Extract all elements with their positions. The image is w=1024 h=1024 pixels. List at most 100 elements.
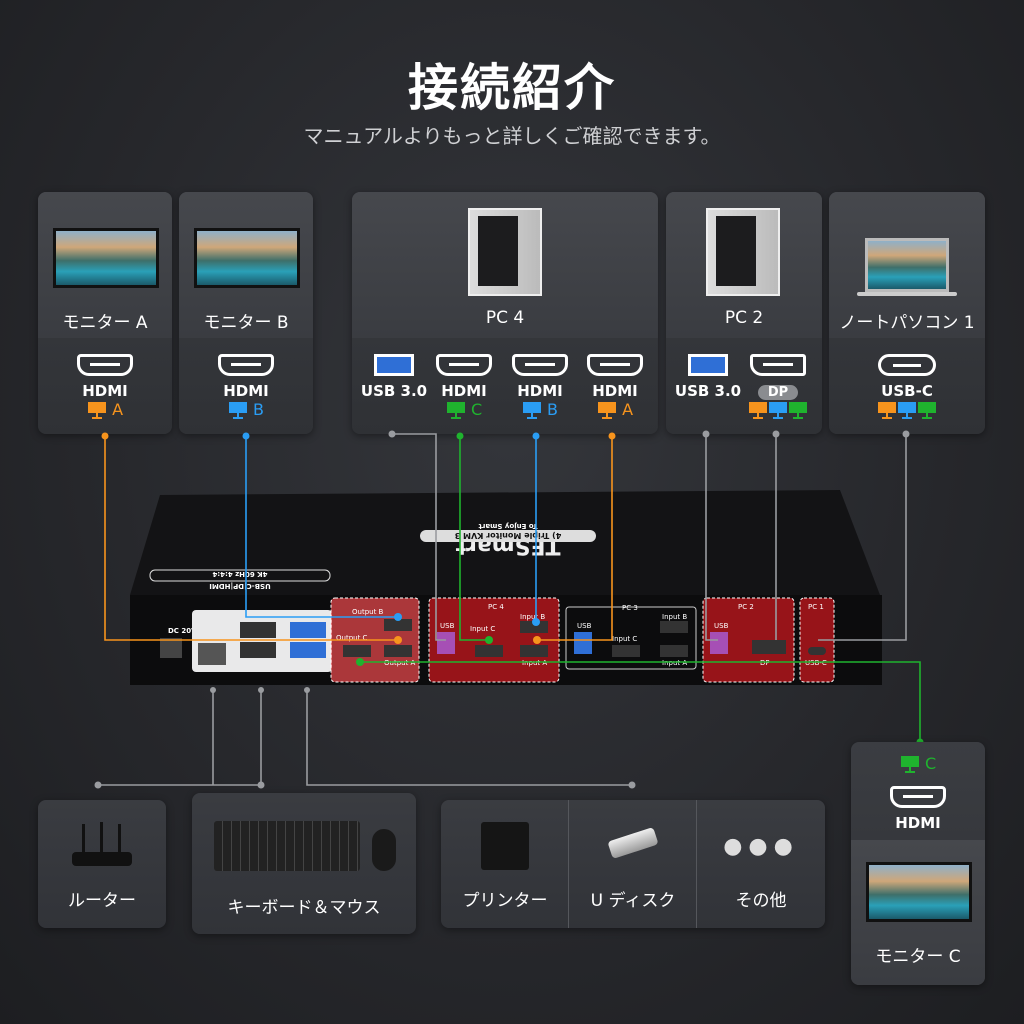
monitor-image	[866, 862, 972, 922]
cable-usb-devices	[306, 690, 632, 786]
laptop-image	[865, 238, 949, 292]
port-label: HDMI	[82, 382, 128, 400]
port-label: USB 3.0	[360, 382, 428, 400]
others-label: その他	[735, 891, 787, 911]
output-b-label: Output B	[352, 608, 384, 616]
monitor-tag: B	[500, 400, 580, 419]
card-label: PC 2	[724, 308, 764, 328]
cable-pc2-usb	[705, 434, 718, 641]
monitor-icon	[87, 402, 106, 419]
monitor-b-icon	[898, 402, 916, 419]
divider	[696, 800, 697, 928]
router-image	[72, 852, 132, 866]
monitor-a-card: モニター A HDMI A	[38, 192, 172, 434]
device-body	[130, 490, 880, 595]
usb-label: USB	[714, 622, 729, 630]
input-c-label: Input C	[470, 625, 495, 633]
cable-endpoints	[94, 430, 924, 789]
model-text: 4) Triple Monitor KVM 3	[455, 531, 562, 540]
port-label: HDMI	[441, 382, 487, 400]
monitor-letter: B	[547, 400, 559, 419]
usb-icon	[688, 354, 728, 376]
cable-monitor-c	[360, 661, 921, 744]
pc-tower-image	[468, 208, 542, 296]
pc2-card: PC 2 USB 3.0 DP	[666, 192, 822, 434]
monitor-a-icon	[878, 402, 896, 419]
usbc-port: USB-C	[867, 354, 947, 400]
input-a-label: Input A	[522, 659, 547, 667]
usb-disk-label: U ディスク	[590, 891, 676, 911]
cable-pc4-hdmi-c	[459, 436, 489, 641]
monitor-b-card: モニター B HDMI B	[179, 192, 313, 434]
monitor-image	[194, 228, 300, 288]
monitor-b-icon	[769, 402, 787, 419]
hdmi-port: HDMI	[65, 354, 145, 400]
router-antenna	[100, 822, 103, 854]
pc2-port-group	[702, 597, 795, 683]
hdmi-icon	[512, 354, 568, 376]
page-subtitle: マニュアルよりもっと詳しくご確認できます。	[303, 124, 721, 148]
dp-label: DP	[760, 659, 770, 667]
monitor-icon	[522, 402, 541, 419]
mouse-image	[372, 829, 396, 871]
usb-label: USB	[577, 622, 592, 630]
usb-label: USB	[440, 622, 455, 630]
hdmi-port: HDMI	[500, 354, 580, 400]
keyboard-image	[214, 821, 360, 871]
monitor-c-card: C HDMI モニター C	[851, 742, 985, 985]
keyboard-mouse-label: キーボード＆マウス	[227, 898, 381, 918]
pc-tower-image	[706, 208, 780, 296]
monitor-letter: B	[253, 400, 265, 419]
card-label: モニター C	[875, 947, 961, 967]
pc4-label: PC 4	[488, 603, 504, 611]
more-icon: ●●●	[723, 834, 799, 859]
pc3-port-group	[565, 606, 697, 670]
usb-c-label: USB-C	[805, 659, 827, 667]
port-label: HDMI	[223, 382, 269, 400]
port-label: USB-C	[881, 382, 933, 400]
usb-port	[240, 642, 276, 658]
laptop-card: ノートパソコン 1 USB-C	[829, 192, 985, 434]
router-antenna	[82, 824, 85, 854]
monitor-image	[53, 228, 159, 288]
usb3-port	[290, 622, 326, 638]
monitor-tag: A	[575, 400, 655, 419]
pc4-card: PC 4 USB 3.0 HDMI HDMI HDMI C B A	[352, 192, 658, 434]
input-b-label: Input B	[662, 613, 687, 621]
hdmi-port: HDMI	[424, 354, 504, 400]
input-b-label: Input B	[520, 613, 545, 621]
router-card: ルーター	[38, 800, 166, 928]
cable-pc4-hdmi-a	[537, 436, 613, 641]
usb-drive-image	[607, 827, 659, 859]
monitor-c-icon	[918, 402, 936, 419]
brand-tagline: To Enjoy Smart	[478, 522, 538, 530]
hdmi-icon	[436, 354, 492, 376]
card-label: モニター B	[203, 313, 289, 333]
output-a-label: Output A	[384, 659, 416, 667]
monitor-letter: C	[470, 400, 483, 419]
power-label: DC 20V	[168, 627, 197, 635]
hdmi-port: HDMI	[575, 354, 655, 400]
monitor-tag: C	[851, 754, 985, 773]
input-c-label: Input C	[612, 635, 637, 643]
port-label: HDMI	[592, 382, 638, 400]
port-label: USB 3.0	[674, 382, 742, 400]
usb-devices-card: プリンター U ディスク ●●● その他	[441, 800, 825, 928]
dc-power-jack	[160, 638, 182, 658]
pc3-label: PC 3	[622, 604, 638, 612]
cable-pc4-usb	[392, 433, 446, 641]
usb-c-icon	[878, 354, 936, 376]
card-label: ノートパソコン 1	[839, 313, 975, 333]
usb-icon	[374, 354, 414, 376]
model-badge	[420, 530, 596, 542]
monitor-tags	[867, 400, 947, 419]
divider	[568, 800, 569, 928]
hdmi-port: HDMI	[206, 354, 286, 400]
output-c-label: Output C	[336, 634, 368, 642]
port-label: HDMI	[517, 382, 563, 400]
monitor-c-icon	[789, 402, 807, 419]
dp-port: DP	[738, 354, 818, 400]
port-label: DP	[757, 385, 799, 400]
usb-port	[240, 622, 276, 638]
hdmi-icon	[77, 354, 133, 376]
